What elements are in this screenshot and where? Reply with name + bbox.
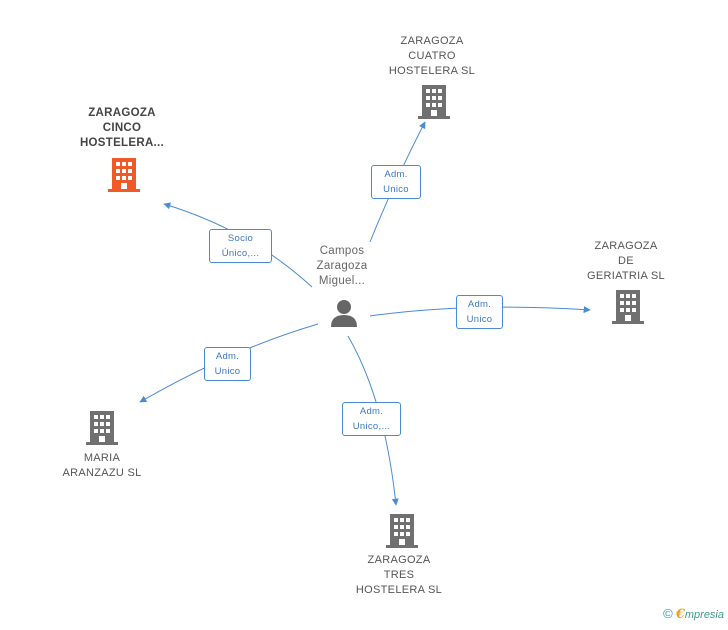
building-icon[interactable]	[612, 290, 644, 324]
center-person-name: Campos Zaragoza Miguel...	[316, 245, 368, 287]
copyright-symbol: ©	[663, 606, 673, 621]
building-icon[interactable]	[86, 411, 118, 445]
building-icon[interactable]	[418, 85, 450, 119]
relation-label-tres[interactable]: Adm. Unico,...	[342, 402, 401, 436]
brand-logo-icon: €	[675, 607, 685, 622]
person-icon[interactable]	[329, 298, 359, 328]
relation-label-cuatro[interactable]: Adm. Unico	[371, 165, 421, 199]
building-icon[interactable]	[386, 514, 418, 548]
brand-footer[interactable]: © €mpresia	[663, 606, 724, 622]
company-name-geriatria: ZARAGOZA DE GERIATRIA SL	[587, 240, 665, 282]
company-name-maria: MARIA ARANZAZU SL	[62, 452, 142, 479]
relation-label-maria[interactable]: Adm. Unico	[204, 347, 251, 381]
company-name-tres: ZARAGOZA TRES HOSTELERA SL	[355, 554, 443, 596]
brand-name: mpresia	[684, 609, 724, 621]
building-icon[interactable]	[108, 158, 140, 192]
relation-label-cinco[interactable]: Socio Único,...	[209, 229, 272, 263]
company-name-cinco: ZARAGOZA CINCO HOSTELERA...	[79, 107, 165, 149]
company-name-cuatro: ZARAGOZA CUATRO HOSTELERA SL	[388, 35, 476, 77]
relation-label-geriatria[interactable]: Adm. Unico	[456, 295, 503, 329]
